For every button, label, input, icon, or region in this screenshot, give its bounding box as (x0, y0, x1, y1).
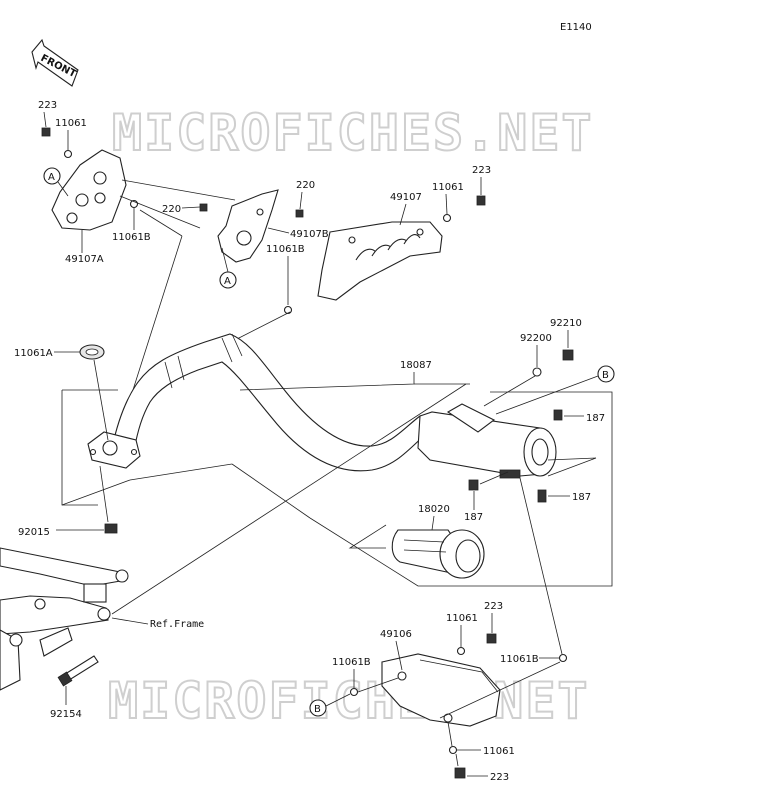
washer-11061B-cover-right (558, 653, 568, 663)
bolt-223-cover (486, 633, 497, 644)
label-92200: 92200 (520, 333, 552, 344)
label-ref-frame: Ref.Frame (150, 619, 204, 630)
label-11061B-cover-left: 11061B (332, 657, 371, 668)
bolt-187-under (468, 479, 479, 491)
callout-a-left-label: A (48, 172, 55, 183)
label-187-top: 187 (586, 413, 605, 424)
callout-b-bottom-label: B (314, 704, 321, 715)
label-11061-top: 11061 (55, 118, 87, 129)
label-11061B-left: 11061B (112, 232, 151, 243)
callout-a-left (43, 167, 61, 185)
heat-guard-49107B (217, 189, 279, 263)
washer-11061-top (63, 149, 73, 159)
washer-11061B-mid (283, 305, 293, 315)
bolt-187-right (537, 489, 547, 503)
washer-11061B-cover-left (349, 687, 359, 697)
washer-11061-heat (442, 213, 452, 223)
washer-11061-cover (456, 646, 466, 656)
label-223-heat: 223 (472, 165, 491, 176)
label-49106: 49106 (380, 629, 412, 640)
label-92154: 92154 (50, 709, 82, 720)
front-arrow-icon: FRONT (31, 38, 79, 87)
label-11061A: 11061A (14, 348, 53, 359)
label-49107: 49107 (390, 192, 422, 203)
label-220-top: 220 (296, 180, 315, 191)
label-92210: 92210 (550, 318, 582, 329)
label-11061B-mid: 11061B (266, 244, 305, 255)
bolt-223-heat (476, 195, 486, 206)
washer-11061-bottom (448, 745, 458, 755)
label-49107B: 49107B (290, 229, 329, 240)
label-11061B-cover-right: 11061B (500, 654, 539, 665)
exhaust-pipe-18087 (111, 333, 429, 472)
muffler (417, 403, 557, 479)
watermark-bottom: MICROFICHES.NET (108, 672, 590, 730)
callout-b-top-label: B (602, 370, 609, 381)
bolt-223-bottom (454, 767, 466, 779)
label-18087: 18087 (400, 360, 432, 371)
watermark-top: MICROFICHES.NET (112, 104, 594, 162)
label-11061-cover: 11061 (446, 613, 478, 624)
heat-guard-49107A (51, 149, 127, 231)
label-187-under: 187 (464, 512, 483, 523)
bolt-92154 (57, 655, 99, 687)
diagram-code: E1140 (560, 22, 592, 33)
nut-92210 (562, 349, 574, 361)
callout-b-top (597, 365, 615, 383)
label-92015: 92015 (18, 527, 50, 538)
label-223-bottom: 223 (490, 772, 509, 783)
label-220-left: 220 (162, 204, 181, 215)
label-223-top: 223 (38, 100, 57, 111)
exhaust-flange (87, 431, 141, 469)
bolt-223-top (41, 127, 51, 137)
label-18020: 18020 (418, 504, 450, 515)
bolt-220-top (295, 209, 304, 218)
label-49107A: 49107A (65, 254, 104, 265)
bolt-187-top (553, 409, 563, 421)
label-187-right: 187 (572, 492, 591, 503)
frame-reference (0, 547, 129, 691)
callout-b-bottom (309, 699, 327, 717)
heat-guard-49107 (317, 221, 443, 301)
nut-92015 (104, 523, 118, 534)
bolt-220-left (199, 203, 208, 212)
label-11061-heat: 11061 (432, 182, 464, 193)
label-223-cover: 223 (484, 601, 503, 612)
label-11061-bottom: 11061 (483, 746, 515, 757)
washer-92200 (532, 367, 542, 377)
spark-arrester-18020 (391, 529, 485, 579)
callout-a-center-label: A (224, 276, 231, 287)
muffler-cover-49106 (381, 653, 501, 727)
